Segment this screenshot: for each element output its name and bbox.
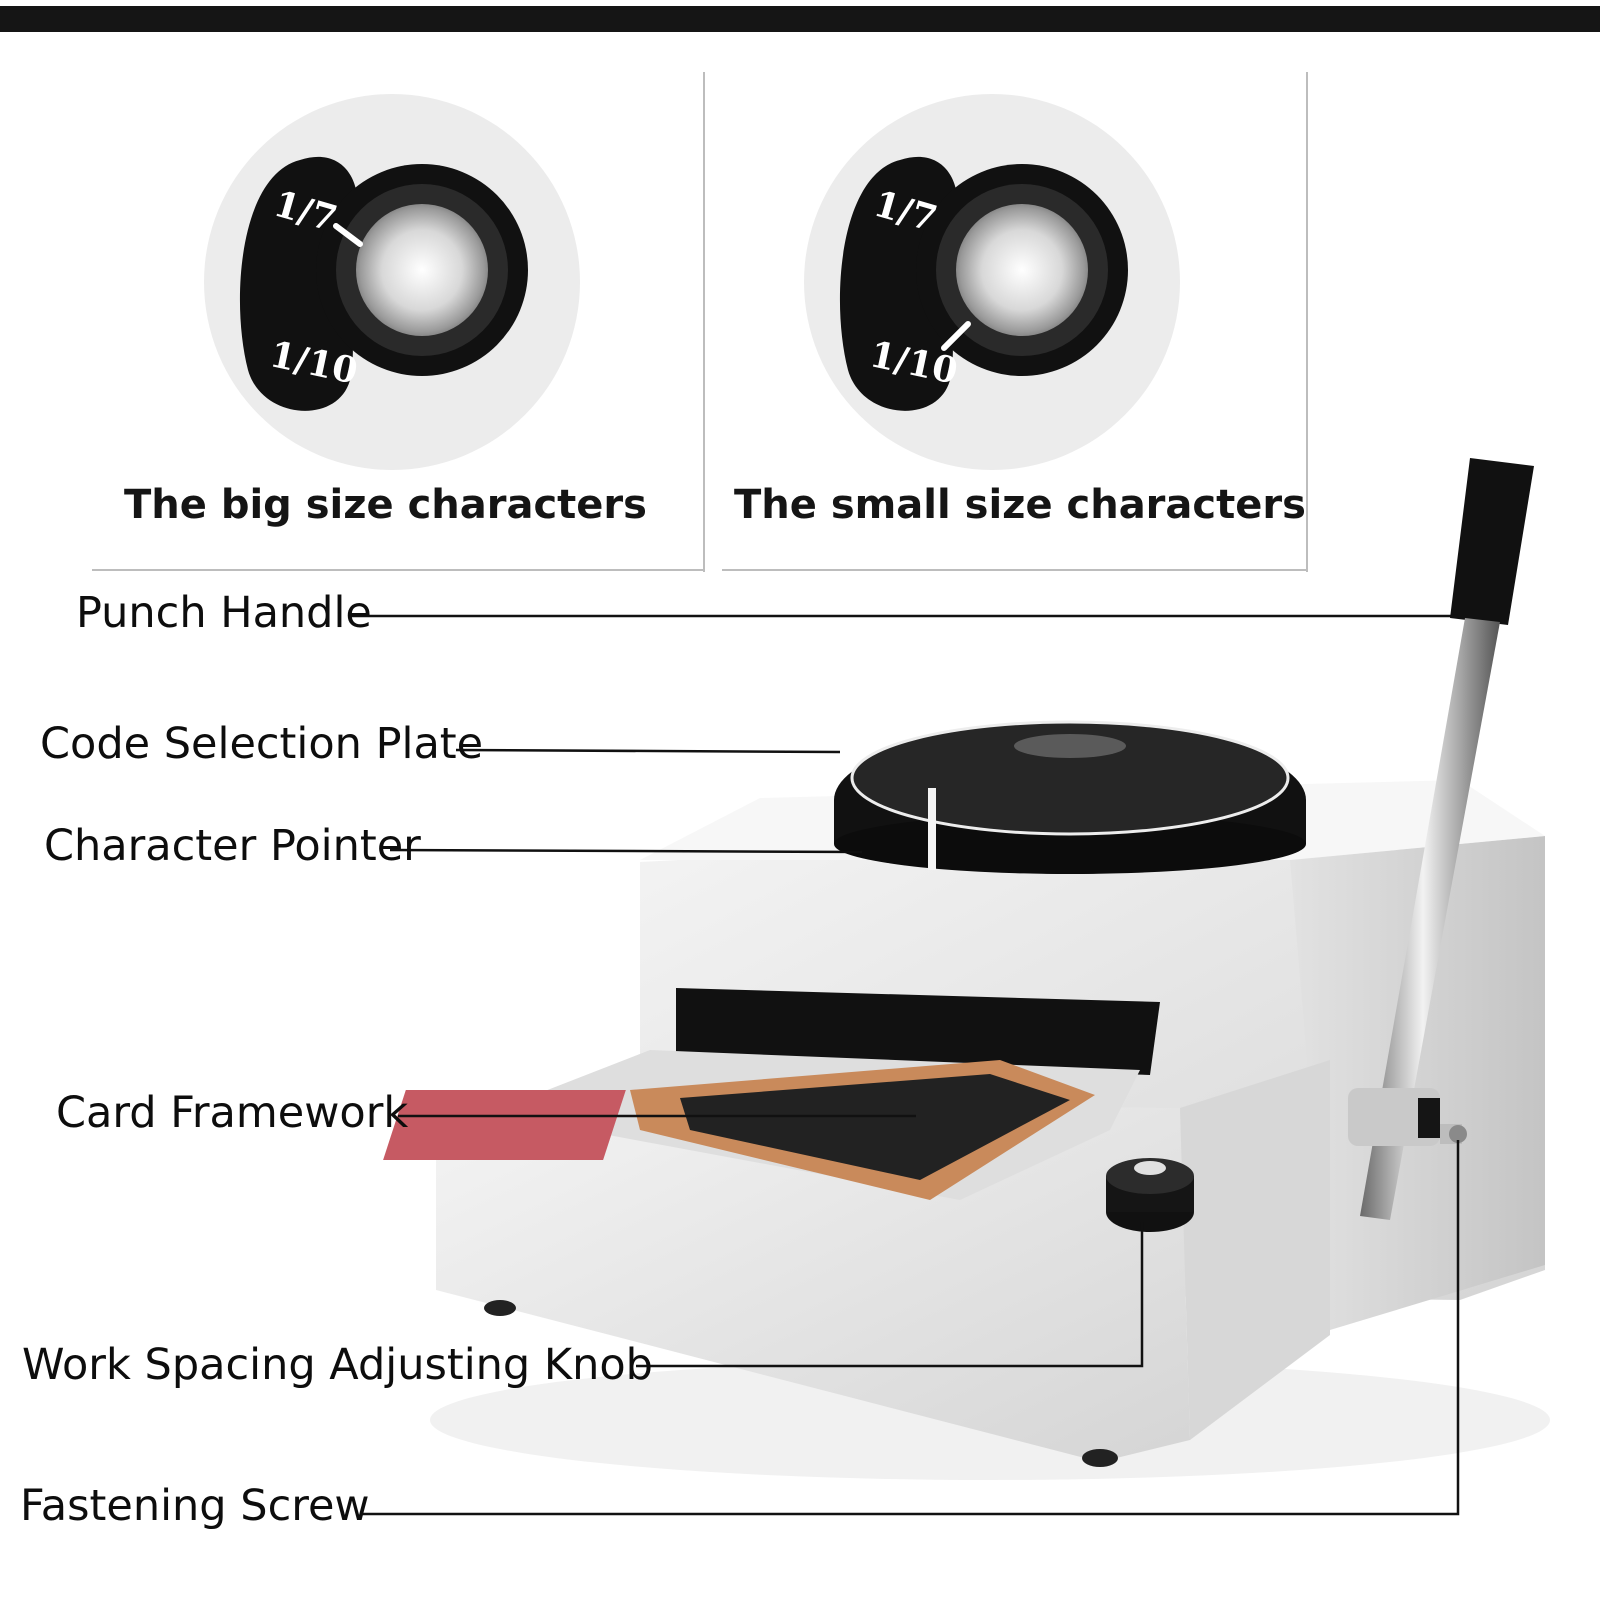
top-frame-bar (0, 6, 1600, 32)
leader-code-selection-plate (455, 748, 841, 754)
embossing-machine (383, 458, 1550, 1480)
caption-big-size: The big size characters (124, 482, 647, 528)
leader-character-pointer (389, 848, 863, 854)
label-character-pointer: Character Pointer (44, 821, 421, 871)
label-fastening-screw: Fastening Screw (20, 1481, 370, 1531)
dial-closeup-small (804, 94, 1180, 470)
leader-fastening-screw (362, 1140, 1460, 1516)
label-punch-handle: Punch Handle (76, 588, 372, 638)
leader-work-spacing-knob (636, 1222, 1144, 1368)
caption-small-size: The small size characters (734, 482, 1306, 528)
leader-lines (350, 614, 1460, 1516)
label-work-spacing-knob: Work Spacing Adjusting Knob (22, 1340, 653, 1390)
embossing-card (383, 1090, 626, 1160)
label-code-selection-plate: Code Selection Plate (40, 719, 484, 769)
dial-closeup-big (204, 94, 580, 470)
label-card-framework: Card Framework (56, 1088, 409, 1138)
